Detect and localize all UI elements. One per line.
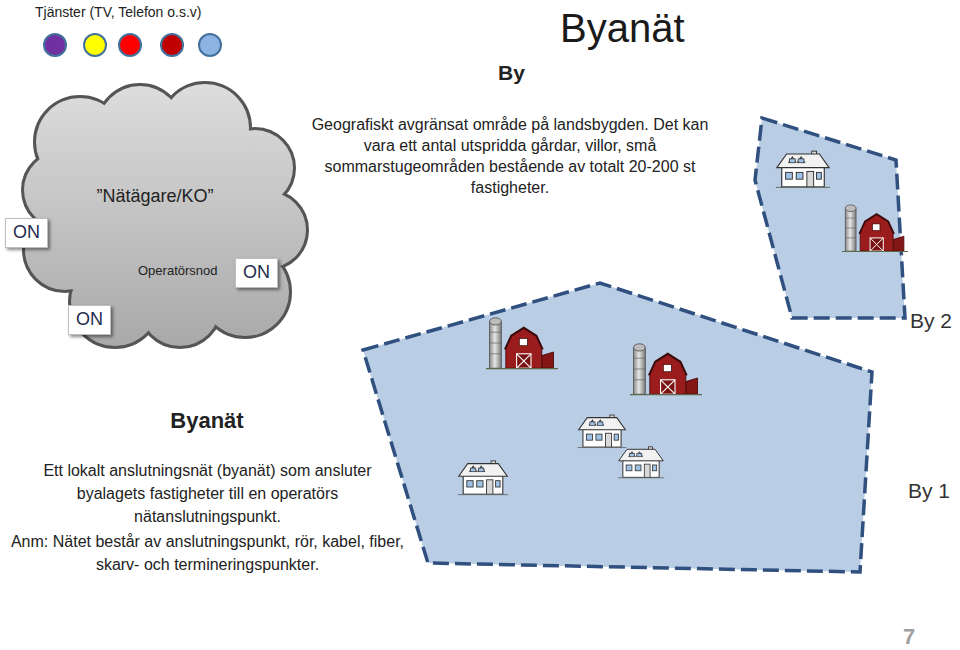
village-name-wrap: By 2 [910, 308, 952, 333]
node-label-wrap: Operatörsnod [138, 263, 218, 279]
definition-wrap: Ett lokalt anslutningsnät (byanät) som a… [10, 459, 405, 528]
area-outline [363, 283, 872, 572]
page-number-wrap: 7 [903, 624, 915, 650]
note-wrap: Anm: Nätet består av anslutningspunkt, r… [10, 530, 405, 576]
page-title-wrap: Byanät [560, 4, 685, 52]
farm-icon [630, 344, 702, 395]
node-outline [20, 80, 305, 350]
services-label: Tjänster (TV, Telefon o.s.v) [35, 4, 202, 21]
section-heading-wrap: Byanät [107, 408, 307, 434]
cloud-title-wrap: ”Nätägare/KO” [55, 186, 255, 208]
node-outline [750, 110, 960, 330]
on-box: ON [68, 305, 111, 335]
on-label: ON [76, 309, 103, 331]
on-label: ON [243, 262, 270, 284]
area-label-wrap: By [498, 60, 525, 85]
on-box: ON [235, 258, 278, 288]
on-box: ON [5, 218, 48, 248]
description: Geografiskt avgränsat område på landsbyg… [300, 114, 720, 198]
services-label-wrap: Tjänster (TV, Telefon o.s.v) [35, 4, 202, 21]
note: Anm: Nätet består av anslutningspunkt, r… [10, 530, 405, 576]
village-name-wrap: By 1 [908, 478, 950, 503]
farm-icon [486, 318, 558, 369]
house-icon [776, 151, 830, 187]
village-name: By 2 [910, 308, 952, 333]
area-outline [755, 118, 905, 318]
on-label: ON [13, 222, 40, 244]
owner-cloud: ”Nätägare/KO” Operatörsnod [20, 80, 305, 350]
node-outline [285, 275, 960, 575]
farm-icon [842, 205, 908, 252]
area-label: By [498, 60, 525, 85]
house-icon [618, 447, 664, 478]
village-name: By 1 [908, 478, 950, 503]
page-title: Byanät [560, 4, 685, 52]
section-heading: Byanät [107, 408, 307, 434]
village-area: By 2 [750, 110, 960, 330]
definition: Ett lokalt anslutningsnät (byanät) som a… [10, 459, 405, 528]
description-wrap: Geografiskt avgränsat område på landsbyg… [300, 114, 720, 198]
cloud-title: ”Nätägare/KO” [55, 186, 255, 208]
page-number: 7 [903, 624, 915, 650]
village-area: By 1 [285, 275, 960, 575]
service-dots [44, 34, 221, 56]
house-icon [458, 461, 508, 495]
house-icon [578, 415, 627, 448]
node-label: Operatörsnod [138, 263, 218, 279]
